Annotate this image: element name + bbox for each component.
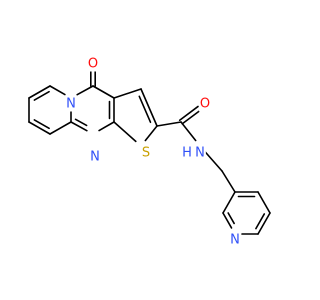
bond-layer — [28, 70, 271, 235]
atom-NH: N — [194, 145, 206, 161]
bond-c6-c7 — [49, 121, 72, 135]
atom-N1: N — [65, 96, 77, 112]
molecule-diagram: O N N S O N H N — [28, 56, 271, 248]
bond-n2-c8 — [98, 121, 115, 132]
atom-O2: O — [198, 96, 212, 112]
atom-label-layer: O N N S O N H N — [65, 56, 241, 248]
svg-text:O: O — [200, 97, 210, 112]
atom-label-backdrop — [86, 56, 100, 72]
bond-c1-c2 — [92, 85, 115, 99]
atom-label-backdrop — [140, 145, 152, 161]
svg-text:O: O — [88, 57, 98, 72]
bond-c8-s1 — [113, 121, 137, 143]
bond-n1-c3 — [49, 85, 66, 96]
bond-c5-c6-inner — [33, 119, 50, 130]
svg-text:S: S — [142, 146, 150, 161]
atom-label-backdrop — [194, 145, 206, 161]
atom-H1: H — [181, 145, 193, 161]
atom-N2: N — [89, 149, 101, 165]
bond-c11-o2-inner — [178, 105, 199, 122]
atom-label-backdrop — [65, 96, 77, 112]
bond-c11-o2 — [181, 109, 202, 125]
bond-r6-r1 — [222, 191, 236, 214]
bond-n3-r6 — [222, 212, 233, 229]
bond-s1-c9 — [144, 125, 158, 142]
bond-ch2-r1 — [221, 170, 236, 193]
bond-c7-n2-inner — [74, 118, 88, 127]
atom-label-backdrop — [89, 149, 101, 165]
bond-r2-r3 — [257, 191, 271, 214]
bond-c11-nh — [180, 121, 197, 142]
bond-c10-c2 — [113, 88, 142, 99]
bond-r3-r4-inner — [255, 213, 266, 230]
bond-c5-c6 — [28, 121, 51, 135]
bond-c9-c10-inner — [138, 95, 152, 124]
svg-text:N: N — [90, 150, 100, 165]
bond-r3-r4 — [257, 212, 271, 235]
bond-n3-r6-inner — [227, 212, 235, 225]
svg-text:N: N — [66, 97, 76, 112]
atom-O1: O — [86, 56, 100, 72]
svg-text:N: N — [195, 146, 205, 161]
atom-label-backdrop — [198, 96, 212, 112]
svg-text:H: H — [182, 146, 192, 161]
svg-text:N: N — [230, 233, 240, 248]
bond-c3-c4-inner — [33, 90, 50, 101]
atom-N3: N — [229, 232, 241, 248]
atom-label-backdrop — [181, 145, 193, 161]
atom-label-backdrop — [229, 232, 241, 248]
atom-S1: S — [140, 145, 152, 161]
bond-c7-n2 — [70, 121, 88, 132]
bond-c3-c4 — [28, 85, 51, 99]
bond-nh-ch2 — [203, 150, 223, 172]
bond-c9-c11 — [156, 121, 182, 127]
bond-c1-n1 — [76, 85, 94, 96]
bond-c9-c10 — [140, 88, 158, 127]
